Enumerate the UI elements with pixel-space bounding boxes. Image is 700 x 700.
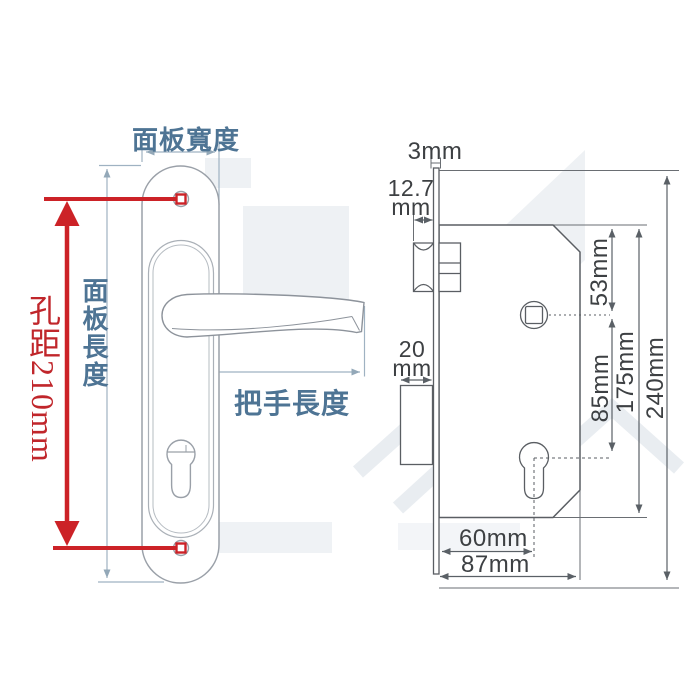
- top-to-spindle-label: 53mm: [586, 237, 613, 307]
- faceplate-strip: [432, 167, 440, 575]
- reference-lines: [533, 314, 610, 560]
- faceplate-thickness-label: 3mm: [407, 138, 463, 165]
- latch-bolt: [412, 242, 462, 293]
- spindle-to-cylinder-label: 85mm: [587, 353, 614, 423]
- backset-label: 60mm: [459, 525, 528, 552]
- deadbolt: [399, 384, 434, 466]
- plate-recess-outer: [147, 239, 215, 539]
- faceplate-height-label: 240mm: [642, 336, 669, 420]
- hole-distance-label: 孔距210mm: [25, 294, 61, 463]
- plate-outline: [141, 165, 220, 584]
- lever-handle: [161, 293, 365, 338]
- bolt-width-label: 20 mm: [392, 336, 432, 381]
- spindle-hub: [519, 300, 549, 330]
- bolt-width-unit: mm: [392, 354, 432, 381]
- case-height-label: 175mm: [612, 330, 639, 414]
- latch-width-unit: mm: [391, 193, 431, 220]
- case-depth-label: 87mm: [461, 551, 530, 578]
- plate-recess-inner: [152, 244, 210, 534]
- panel-width-label: 面板寬度: [132, 125, 241, 155]
- handle-length-label: 把手長度: [234, 388, 351, 419]
- handle-plate-drawing: [44, 144, 366, 584]
- hole-distance-dimension: [44, 193, 187, 554]
- bolt-width-value: 20: [398, 336, 426, 362]
- lock-dimension-lines: [401, 176, 671, 580]
- lock-extension-lines: [413, 157, 679, 589]
- plate-keyhole: [166, 439, 196, 499]
- latch-width-label: 12.7 mm: [385, 175, 437, 220]
- lock-body-drawing: [399, 157, 679, 589]
- latch-width-value: 12.7: [387, 175, 435, 201]
- panel-length-label: 面板長度: [79, 277, 109, 389]
